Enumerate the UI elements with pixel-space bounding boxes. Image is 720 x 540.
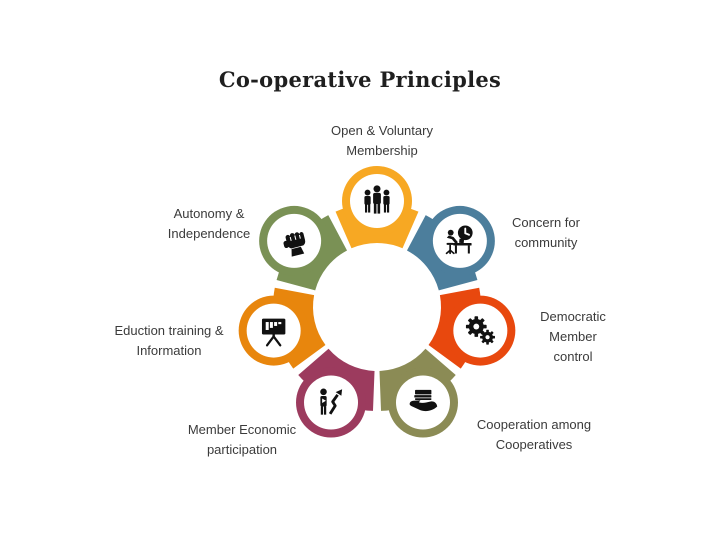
segment-label-concern-for-community: Concern for community	[512, 215, 580, 250]
segment-badge-inner-member-economic-participation	[304, 375, 359, 430]
segment-label-open-voluntary-membership: Open & Voluntary Membership	[331, 123, 433, 158]
person-growth-arrow-icon	[320, 388, 343, 415]
segment-label-autonomy-independence: Autonomy & Independence	[167, 206, 251, 241]
presentation-board-icon	[261, 318, 286, 347]
diagram-center-circle	[314, 244, 440, 370]
gears-icon	[465, 316, 495, 345]
segment-label-member-economic-participation: Member Economic participation	[187, 422, 297, 457]
segment-label-democratic-member-control: Democratic Member control	[540, 309, 606, 364]
diagram-title: Co-operative Principles	[218, 67, 502, 92]
hand-layers-icon	[409, 389, 438, 412]
segment-badge-inner-cooperation-among-cooperatives	[395, 375, 450, 430]
segment-label-cooperation-among-cooperatives: Cooperation among Cooperatives	[476, 417, 592, 452]
raised-fist-icon	[283, 232, 306, 257]
person-desk-clock-icon	[445, 225, 473, 255]
people-group-icon	[364, 185, 390, 214]
segment-label-eduction-training-information: Eduction training & Information	[114, 323, 224, 358]
